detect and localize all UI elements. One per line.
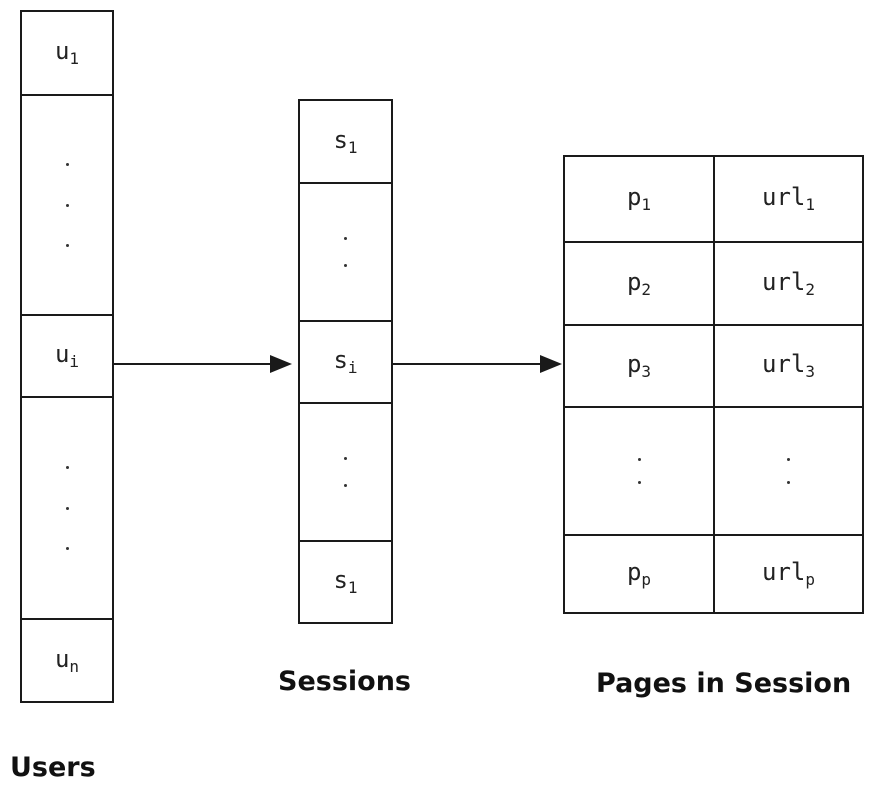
url-label: url3 (762, 350, 815, 381)
url-cell: url3 (715, 326, 862, 406)
url-cell: urlp (715, 536, 862, 612)
page-cell: pp (565, 536, 715, 612)
session-label-last: s1 (333, 566, 358, 597)
user-label-middle: ui (54, 340, 80, 371)
url-label: url2 (762, 267, 815, 299)
user-label-last: un (54, 644, 80, 676)
session-ellipsis-bottom (300, 404, 391, 542)
page-label: pp (626, 558, 652, 589)
page-label: p2 (626, 267, 652, 299)
page-row: p1 url1 (565, 157, 862, 243)
users-column: u1 ui un (20, 10, 114, 703)
page-ellipsis-row (565, 408, 862, 536)
session-cell-last: s1 (300, 542, 391, 622)
page-label: p3 (626, 350, 652, 381)
user-cell-last: un (22, 620, 112, 701)
page-cell: p3 (565, 326, 715, 406)
users-caption: Users (10, 752, 96, 783)
url-label: url1 (762, 183, 815, 214)
user-to-session-arrow (114, 355, 292, 373)
page-cell: p2 (565, 243, 715, 324)
user-ellipsis-bottom (22, 398, 112, 620)
page-label: p1 (626, 183, 652, 214)
page-row: pp urlp (565, 536, 862, 612)
pages-table: p1 url1 p2 url2 p3 url3 pp urlp (563, 155, 864, 614)
page-row: p3 url3 (565, 326, 862, 408)
url-cell: url2 (715, 243, 862, 324)
pages-caption: Pages in Session (596, 668, 852, 699)
session-to-pages-arrow (393, 355, 562, 373)
session-label-middle: si (333, 346, 358, 377)
url-cell: url1 (715, 157, 862, 241)
session-cell-first: s1 (300, 101, 391, 184)
user-label-first: u1 (54, 37, 80, 68)
session-ellipsis-top (300, 184, 391, 322)
url-label: urlp (762, 558, 815, 589)
session-cell-middle: si (300, 322, 391, 404)
page-row: p2 url2 (565, 243, 862, 326)
page-ellipsis (565, 408, 715, 534)
user-cell-first: u1 (22, 12, 112, 96)
sessions-caption: Sessions (278, 666, 411, 697)
sessions-column: s1 si s1 (298, 99, 393, 624)
user-cell-middle: ui (22, 316, 112, 398)
url-ellipsis (715, 408, 862, 534)
page-cell: p1 (565, 157, 715, 241)
session-label-first: s1 (333, 125, 358, 157)
user-ellipsis-top (22, 96, 112, 316)
